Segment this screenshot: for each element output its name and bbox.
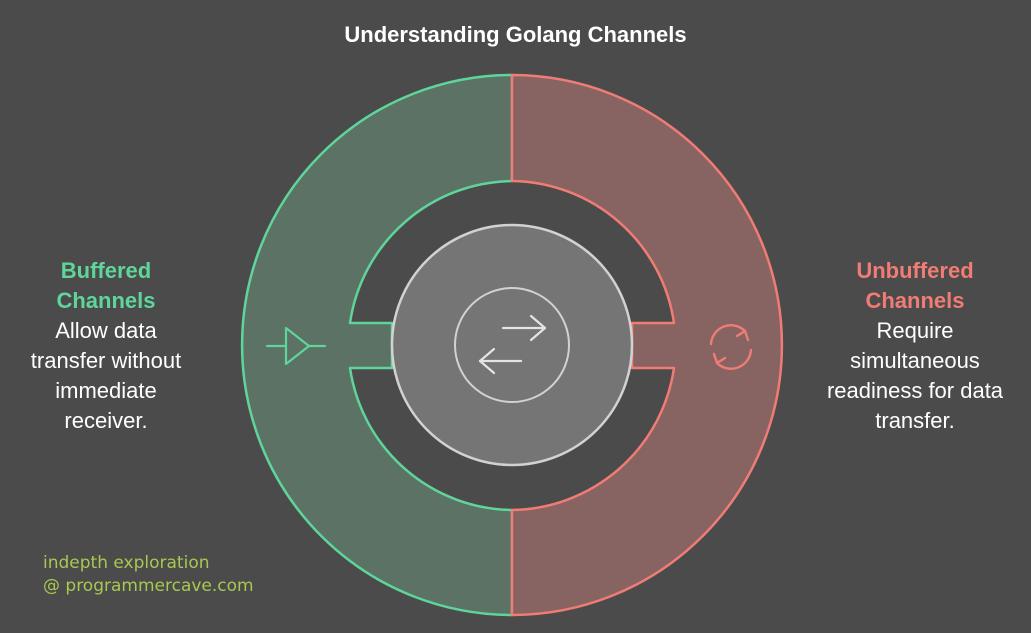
channel-core-inner-ring: [454, 287, 570, 403]
footer-line1: indepth exploration: [43, 553, 210, 573]
unbuffered-desc-line4: transfer.: [875, 408, 955, 433]
channel-core-circle: [390, 223, 634, 467]
footer-line2: @ programmercave.com: [43, 576, 254, 596]
unbuffered-channel-segment: [510, 73, 784, 617]
buffer-amplifier-icon: [265, 326, 327, 366]
exchange-arrows-icon: [478, 314, 547, 375]
unbuffered-heading-line1: Unbuffered: [856, 258, 974, 283]
buffered-heading-line1: Buffered: [60, 258, 152, 283]
unbuffered-desc-line1: Require: [876, 318, 954, 343]
diagram-title: Understanding Golang Channels: [344, 22, 687, 47]
unbuffered-desc-line2: simultaneous: [850, 348, 980, 373]
unbuffered-channels-label: Unbuffered Channels Require simultaneous…: [810, 256, 1020, 436]
footer-credit: indepth exploration @ programmercave.com: [43, 552, 254, 598]
unbuffered-desc-line3: readiness for data: [826, 378, 1004, 403]
buffered-desc-line4: receiver.: [64, 408, 148, 433]
sync-cycle-icon: [709, 324, 753, 370]
buffered-channel-segment: [240, 73, 514, 617]
buffered-channels-label: Buffered Channels Allow data transfer wi…: [2, 256, 210, 436]
unbuffered-heading-line2: Channels: [865, 288, 965, 313]
buffered-desc-line2: transfer without: [30, 348, 182, 373]
buffered-desc-line3: immediate: [55, 378, 157, 403]
buffered-heading-line2: Channels: [56, 288, 156, 313]
buffered-desc-line1: Allow data: [55, 318, 157, 343]
